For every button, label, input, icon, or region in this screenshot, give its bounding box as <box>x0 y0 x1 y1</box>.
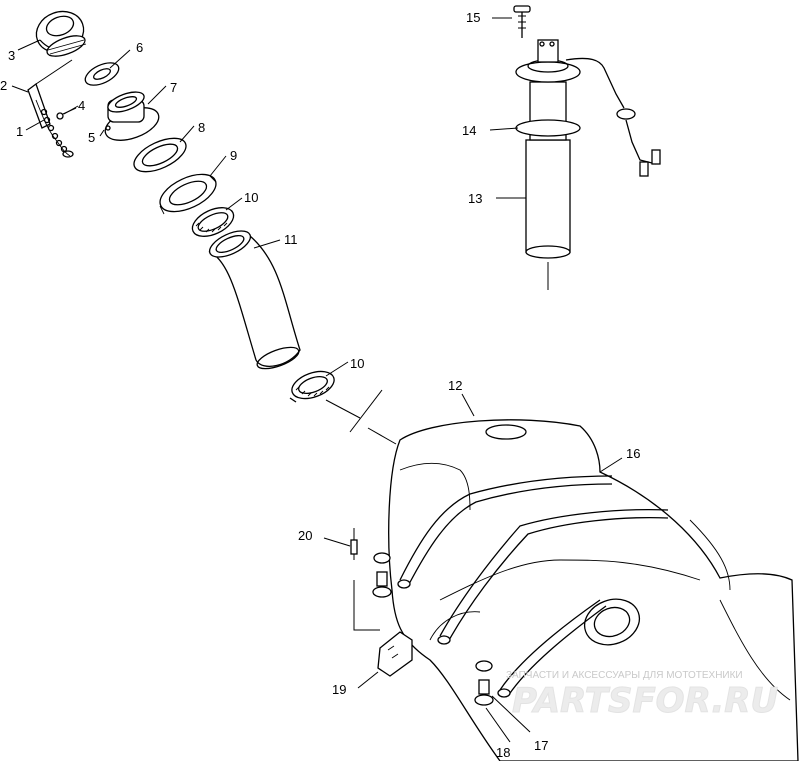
callout-9: 9 <box>230 148 237 163</box>
callout-10-lower: 10 <box>350 356 364 371</box>
callout-3: 3 <box>8 48 15 63</box>
callout-15: 15 <box>466 10 480 25</box>
callout-2: 2 <box>0 78 7 93</box>
callout-18: 18 <box>496 745 510 760</box>
watermark: ЗАПЧАСТИ И АКСЕССУАРЫ ДЛЯ МОТОТЕХНИКИ PA… <box>506 670 779 722</box>
callout-20: 20 <box>298 528 312 543</box>
part-washer <box>84 62 120 86</box>
assembly-centerline <box>325 389 397 445</box>
part-fuel-tank <box>388 419 799 761</box>
callout-6: 6 <box>136 40 143 55</box>
callout-4: 4 <box>78 98 85 113</box>
callout-14: 14 <box>462 123 476 138</box>
part-sender-screw <box>513 5 531 38</box>
part-fuel-sender <box>515 39 661 290</box>
callout-13: 13 <box>468 191 482 206</box>
callout-17: 17 <box>534 738 548 753</box>
part-tank-straps <box>397 475 669 698</box>
part-fuel-cap <box>35 10 87 57</box>
part-hose-clamp-upper <box>191 207 235 237</box>
callout-8: 8 <box>198 120 205 135</box>
watermark-tagline: ЗАПЧАСТИ И АКСЕССУАРЫ ДЛЯ МОТОТЕХНИКИ <box>506 670 743 681</box>
callout-19: 19 <box>332 682 346 697</box>
callout-leaders <box>11 17 623 743</box>
part-mounting-bracket <box>350 528 413 677</box>
callout-12: 12 <box>448 378 462 393</box>
callout-7: 7 <box>170 80 177 95</box>
watermark-logo: PARTSFOR.RU <box>512 681 778 721</box>
part-filler-hose <box>208 230 301 370</box>
callout-1: 1 <box>16 124 23 139</box>
part-hose-clamp-lower <box>289 370 335 403</box>
part-filler-neck-flange <box>104 91 160 141</box>
callout-labels: 3 2 1 4 5 6 7 8 9 10 11 10 12 15 14 13 1… <box>0 10 640 760</box>
part-screw-4 <box>56 107 77 120</box>
callout-5: 5 <box>88 130 95 145</box>
part-gasket <box>133 137 187 173</box>
part-retaining-ring <box>159 173 217 215</box>
callout-16: 16 <box>626 446 640 461</box>
callout-11: 11 <box>284 232 298 247</box>
part-tether-chain <box>27 59 74 158</box>
part-rubber-mounts <box>372 552 494 706</box>
callout-10-upper: 10 <box>244 190 258 205</box>
